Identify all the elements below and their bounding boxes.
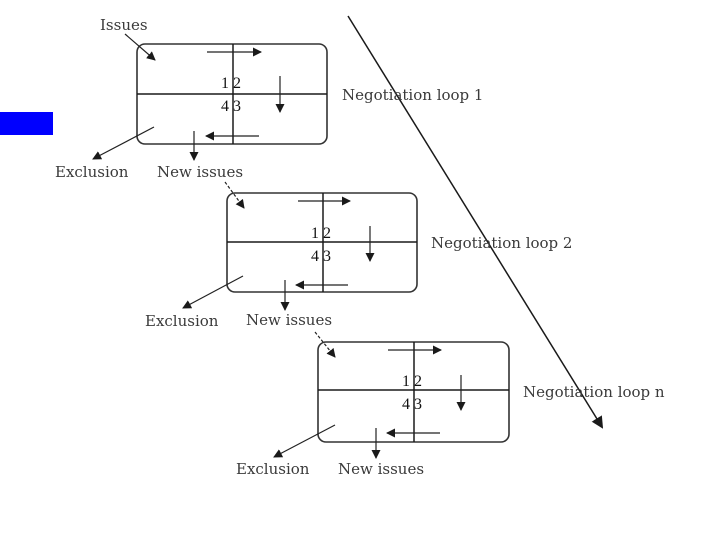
loop-1-exclusion-arrow bbox=[92, 126, 155, 160]
loop-n-quadrant-top: 1 2 bbox=[402, 373, 422, 390]
loop-2-label: Negotiation loop 2 bbox=[431, 234, 572, 252]
loop-1: 1 2 4 3 Issues Negotiation loop 1 Exclus… bbox=[55, 16, 483, 181]
loop-n-label: Negotiation loop n bbox=[523, 383, 665, 401]
loop-1-exclusion-label: Exclusion bbox=[55, 163, 129, 181]
loop-1-quadrant-top: 1 2 bbox=[221, 75, 241, 92]
loop-2-quadrant-bottom: 4 3 bbox=[311, 248, 331, 265]
loop-2-new-issues-label: New issues bbox=[246, 311, 332, 329]
loop-n-exclusion-arrow bbox=[273, 424, 336, 458]
loop-2-exclusion-label: Exclusion bbox=[145, 312, 219, 330]
loop-1-new-issues-label: New issues bbox=[157, 163, 243, 181]
loop-n: 1 2 4 3 Negotiation loop n Exclusion New… bbox=[236, 341, 665, 478]
loop-n-new-issues-label: New issues bbox=[338, 460, 424, 478]
main-diagonal-arrow bbox=[347, 15, 604, 429]
loop-n-exclusion-label: Exclusion bbox=[236, 460, 310, 478]
connector-1-2 bbox=[224, 181, 245, 209]
loop-1-quadrant-bottom: 4 3 bbox=[221, 98, 241, 115]
loop-2: 1 2 4 3 Negotiation loop 2 Exclusion New… bbox=[145, 192, 572, 330]
loop-1-label: Negotiation loop 1 bbox=[342, 86, 483, 104]
loop-n-quadrant-bottom: 4 3 bbox=[402, 396, 422, 413]
issues-label: Issues bbox=[100, 16, 148, 34]
issues-arrow bbox=[124, 33, 156, 61]
loop-2-quadrant-top: 1 2 bbox=[311, 225, 331, 242]
loop-2-exclusion-arrow bbox=[182, 275, 244, 309]
connector-2-n bbox=[314, 331, 336, 358]
blue-marker-block bbox=[0, 112, 53, 135]
